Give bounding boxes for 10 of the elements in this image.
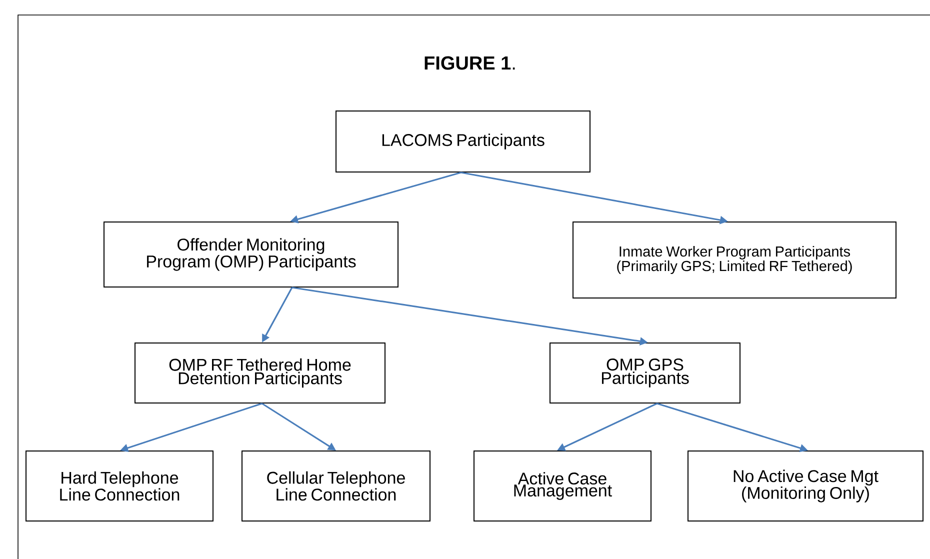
box: Inmate Worker Program Participants (Primarily GPS; Limited RF Tethered) — [572, 222, 896, 298]
box: Active Case Management — [474, 450, 652, 522]
title: FIGURE 1. — [424, 56, 515, 70]
box: Hard Telephone Line Connection — [26, 450, 214, 522]
box: Offender Monitoring Program (OMP) Participants — [104, 222, 398, 288]
box: LACOMS Participants — [336, 110, 590, 172]
box: OMP RF Tethered Home Detention Participants — [134, 342, 386, 404]
box: OMP GPS Participants — [550, 342, 740, 404]
box: Cellular Telephone Line Connection — [242, 450, 430, 522]
box: No Active Case Mgt (Monitoring Only) — [688, 450, 924, 522]
